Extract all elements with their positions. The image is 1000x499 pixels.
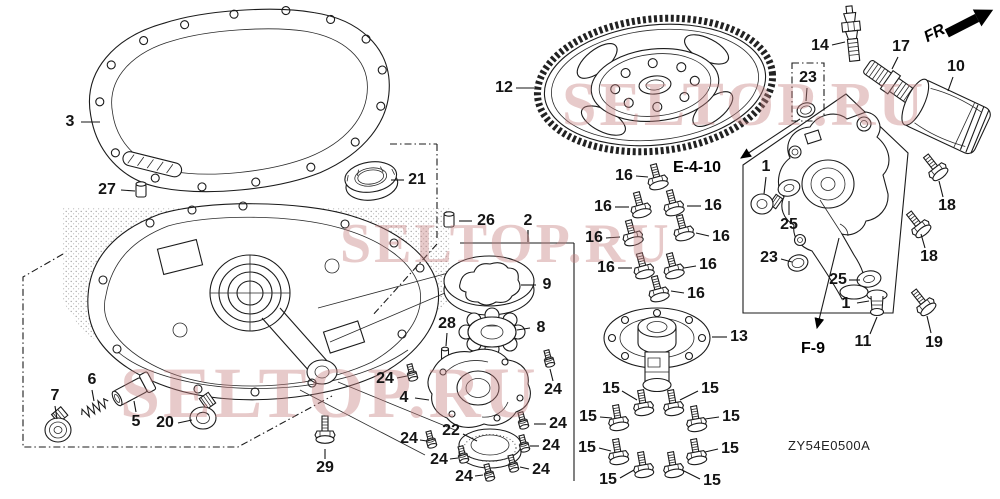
callout-27-1[interactable]: 27 (98, 181, 116, 198)
callout-16-30[interactable]: 16 (615, 167, 633, 184)
callout-25-23[interactable]: 25 (829, 271, 847, 288)
callout-15-41[interactable]: 15 (722, 408, 740, 425)
callout-24-51[interactable]: 24 (542, 437, 560, 454)
callout-15-45[interactable]: 15 (703, 472, 721, 489)
callout-15-39[interactable]: 15 (701, 380, 719, 397)
callout-15-38[interactable]: 15 (602, 380, 620, 397)
callout-1-24[interactable]: 1 (841, 295, 851, 312)
callout-20-14[interactable]: 20 (156, 414, 174, 431)
o-ring-23-upper (795, 101, 816, 119)
oil-seal-21 (343, 159, 400, 204)
callout-15-42[interactable]: 15 (578, 439, 596, 456)
callout-17-17[interactable]: 17 (892, 38, 910, 55)
callout-18-28[interactable]: 18 (920, 248, 938, 265)
callout-22-9[interactable]: 22 (442, 422, 460, 439)
callout-13-26[interactable]: 13 (730, 328, 748, 345)
callout-11-25[interactable]: 11 (854, 333, 872, 350)
callout-23-22[interactable]: 23 (760, 249, 778, 266)
callout-4-8[interactable]: 4 (399, 389, 409, 406)
callout-19-29[interactable]: 19 (925, 334, 943, 351)
flywheel-drawing (531, 7, 780, 163)
callout-15-43[interactable]: 15 (721, 440, 739, 457)
ref-label-f-9[interactable]: F-9 (801, 340, 825, 357)
pump-plate-4 (428, 349, 530, 427)
crankcase-cover-drawing (88, 202, 439, 400)
oil-pressure-switch-14 (840, 5, 864, 62)
oil-pump-body-11 (778, 112, 888, 299)
sealing-bolt-20 (190, 392, 216, 429)
callout-14-16[interactable]: 14 (811, 37, 829, 54)
callout-24-48[interactable]: 24 (400, 430, 418, 447)
callout-24-47[interactable]: 24 (544, 381, 562, 398)
diagram-code: ZY54E0500A (788, 438, 871, 453)
valve-spring-6 (79, 397, 110, 420)
o-ring-23-lower (786, 253, 809, 274)
washer-25-upper (776, 177, 801, 198)
callout-1-20[interactable]: 1 (761, 158, 771, 175)
fr-arrow-icon (944, 9, 994, 38)
callout-7-11[interactable]: 7 (50, 387, 60, 404)
callout-15-44[interactable]: 15 (599, 471, 617, 488)
callout-23-19[interactable]: 23 (799, 69, 817, 86)
relief-valve-parts (45, 371, 216, 442)
callout-12-15[interactable]: 12 (495, 79, 513, 96)
oil-filter-10 (897, 76, 993, 156)
callout-16-33[interactable]: 16 (585, 229, 603, 246)
callout-9-5[interactable]: 9 (542, 276, 552, 293)
callout-16-32[interactable]: 16 (704, 197, 722, 214)
gasket-drawing (84, 0, 396, 200)
pump-inner-rotor-8 (459, 308, 525, 356)
reference-boxes (23, 63, 908, 481)
drain-plug-1-lower (867, 290, 887, 316)
socket-bolt-1-upper (751, 194, 783, 214)
callout-16-36[interactable]: 16 (699, 256, 717, 273)
callout-6-12[interactable]: 6 (87, 371, 97, 388)
washer-25-lower (856, 269, 882, 289)
leader-lines (55, 42, 953, 479)
callout-24-46[interactable]: 24 (376, 370, 394, 387)
callout-16-31[interactable]: 16 (594, 198, 612, 215)
callout-21-2[interactable]: 21 (408, 171, 426, 188)
callout-5-13[interactable]: 5 (131, 413, 141, 430)
reference-arrows (740, 119, 839, 330)
callout-24-52[interactable]: 24 (455, 468, 473, 485)
pump-outer-rotor-9 (444, 256, 534, 315)
drive-flange-13 (604, 308, 710, 392)
callout-26-3[interactable]: 26 (477, 212, 495, 229)
callout-28-7[interactable]: 28 (438, 315, 456, 332)
callout-16-35[interactable]: 16 (597, 259, 615, 276)
callout-16-34[interactable]: 16 (712, 228, 730, 245)
callout-8-6[interactable]: 8 (536, 319, 546, 336)
sealing-plug-7 (45, 407, 71, 442)
ref-label-e-4-10[interactable]: E-4-10 (672, 159, 722, 176)
valve-piston-5 (109, 371, 156, 409)
callout-29-10[interactable]: 29 (316, 459, 334, 476)
callout-10-18[interactable]: 10 (947, 58, 965, 75)
callout-3-0[interactable]: 3 (65, 113, 75, 130)
callout-24-53[interactable]: 24 (532, 461, 550, 478)
callout-2-4[interactable]: 2 (523, 212, 533, 229)
callout-24-49[interactable]: 24 (549, 415, 567, 432)
callout-24-50[interactable]: 24 (430, 451, 448, 468)
callout-16-37[interactable]: 16 (687, 285, 705, 302)
callout-15-40[interactable]: 15 (579, 408, 597, 425)
callout-25-21[interactable]: 25 (780, 216, 798, 233)
callout-18-27[interactable]: 18 (938, 197, 956, 214)
